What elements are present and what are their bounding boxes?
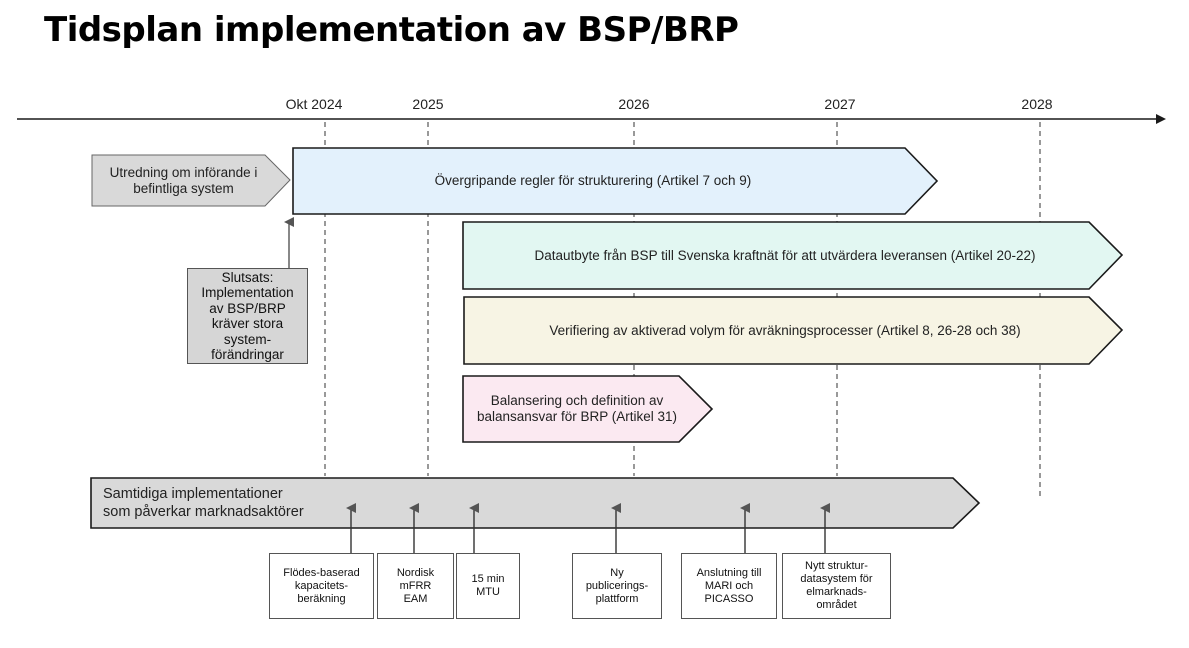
tick-label-2028: 2028	[1021, 96, 1053, 112]
page-title: Tidsplan implementation av BSP/BRP	[44, 10, 739, 50]
bar-utredning	[91, 154, 291, 207]
tick-label-2025: 2025	[412, 96, 444, 112]
milestone-flodesbaserad: Flödes-baserad kapacitets- beräkning	[269, 553, 374, 619]
bar-samtidiga	[90, 477, 981, 529]
bar-datautbyte	[462, 221, 1124, 290]
tick-label-2026: 2026	[618, 96, 650, 112]
bar-balansering	[462, 375, 714, 443]
conclusion-note: Slutsats: Implementation av BSP/BRP kräv…	[187, 268, 308, 364]
milestone-publiceringsplattform: Ny publicerings- plattform	[572, 553, 662, 619]
bar-verifiering	[463, 296, 1124, 365]
bar-overgripande	[292, 147, 939, 215]
tick-label-okt-2024: Okt 2024	[285, 96, 343, 112]
tick-label-2027: 2027	[824, 96, 856, 112]
milestone-15-min-mtu: 15 min MTU	[456, 553, 520, 619]
milestone-mari-picasso: Anslutning till MARI och PICASSO	[681, 553, 777, 619]
milestone-nordisk-mfrr: Nordisk mFRR EAM	[377, 553, 454, 619]
milestone-strukturdatasystem: Nytt struktur- datasystem för elmarknads…	[782, 553, 891, 619]
